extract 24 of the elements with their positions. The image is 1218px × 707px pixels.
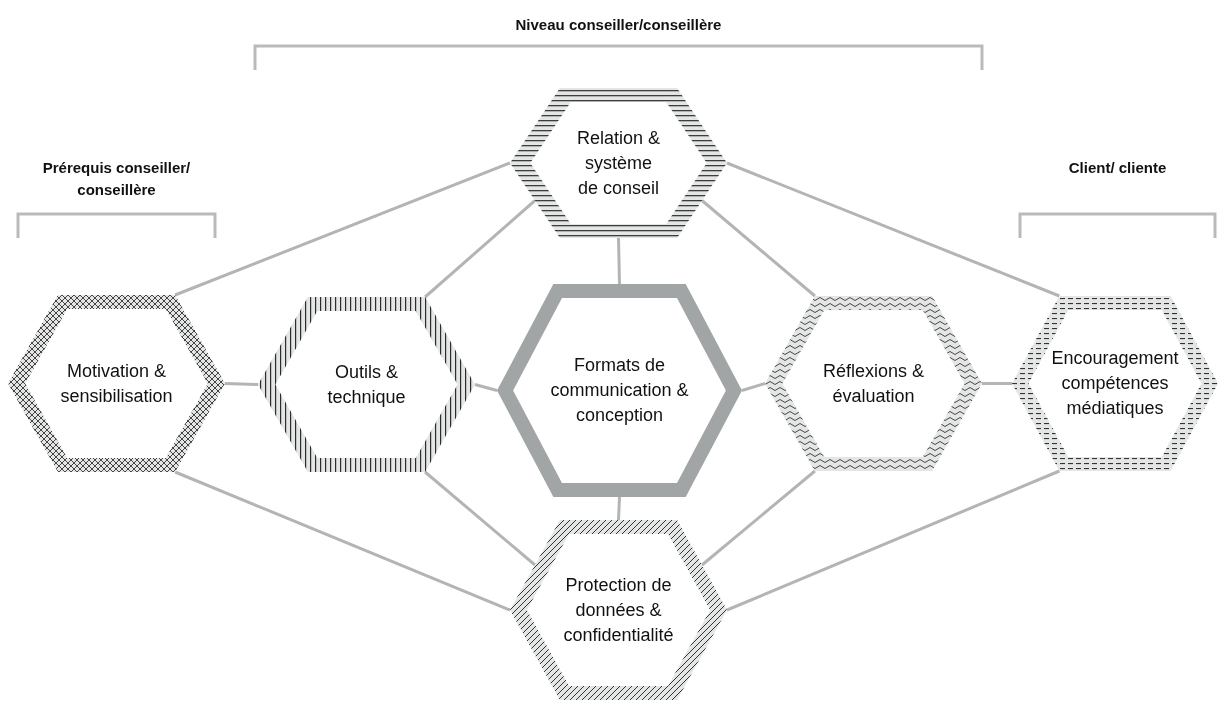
connector-line: [174, 161, 511, 297]
connector-line: [424, 470, 536, 567]
connector-line: [617, 237, 621, 285]
node-label: Relation & système de conseil: [575, 126, 662, 200]
connector-line: [741, 382, 766, 392]
connector-line: [726, 469, 1060, 612]
node-label: Protection de données & confidentialité: [562, 573, 675, 647]
connector-line: [174, 470, 511, 612]
connector-line: [617, 496, 621, 521]
group-heading: Prérequis conseiller/ conseillère: [41, 158, 192, 200]
connector-line: [424, 199, 536, 299]
node-label: Formats de communication & conception: [549, 354, 690, 427]
connector-line: [224, 382, 259, 386]
group-heading: Niveau conseiller/conseillère: [514, 15, 723, 35]
connector-line: [701, 199, 816, 298]
connector-line: [726, 161, 1060, 298]
connector-line: [982, 382, 1012, 385]
connector-line: [474, 383, 498, 392]
node-label: Outils & technique: [326, 360, 407, 409]
group-heading: Client/ cliente: [1067, 158, 1168, 178]
connector-line: [701, 469, 816, 567]
node-label: Encouragement compétences médiatiques: [1050, 347, 1180, 420]
node-label: Motivation & sensibilisation: [59, 359, 174, 408]
node-label: Réflexions & évaluation: [821, 359, 926, 408]
